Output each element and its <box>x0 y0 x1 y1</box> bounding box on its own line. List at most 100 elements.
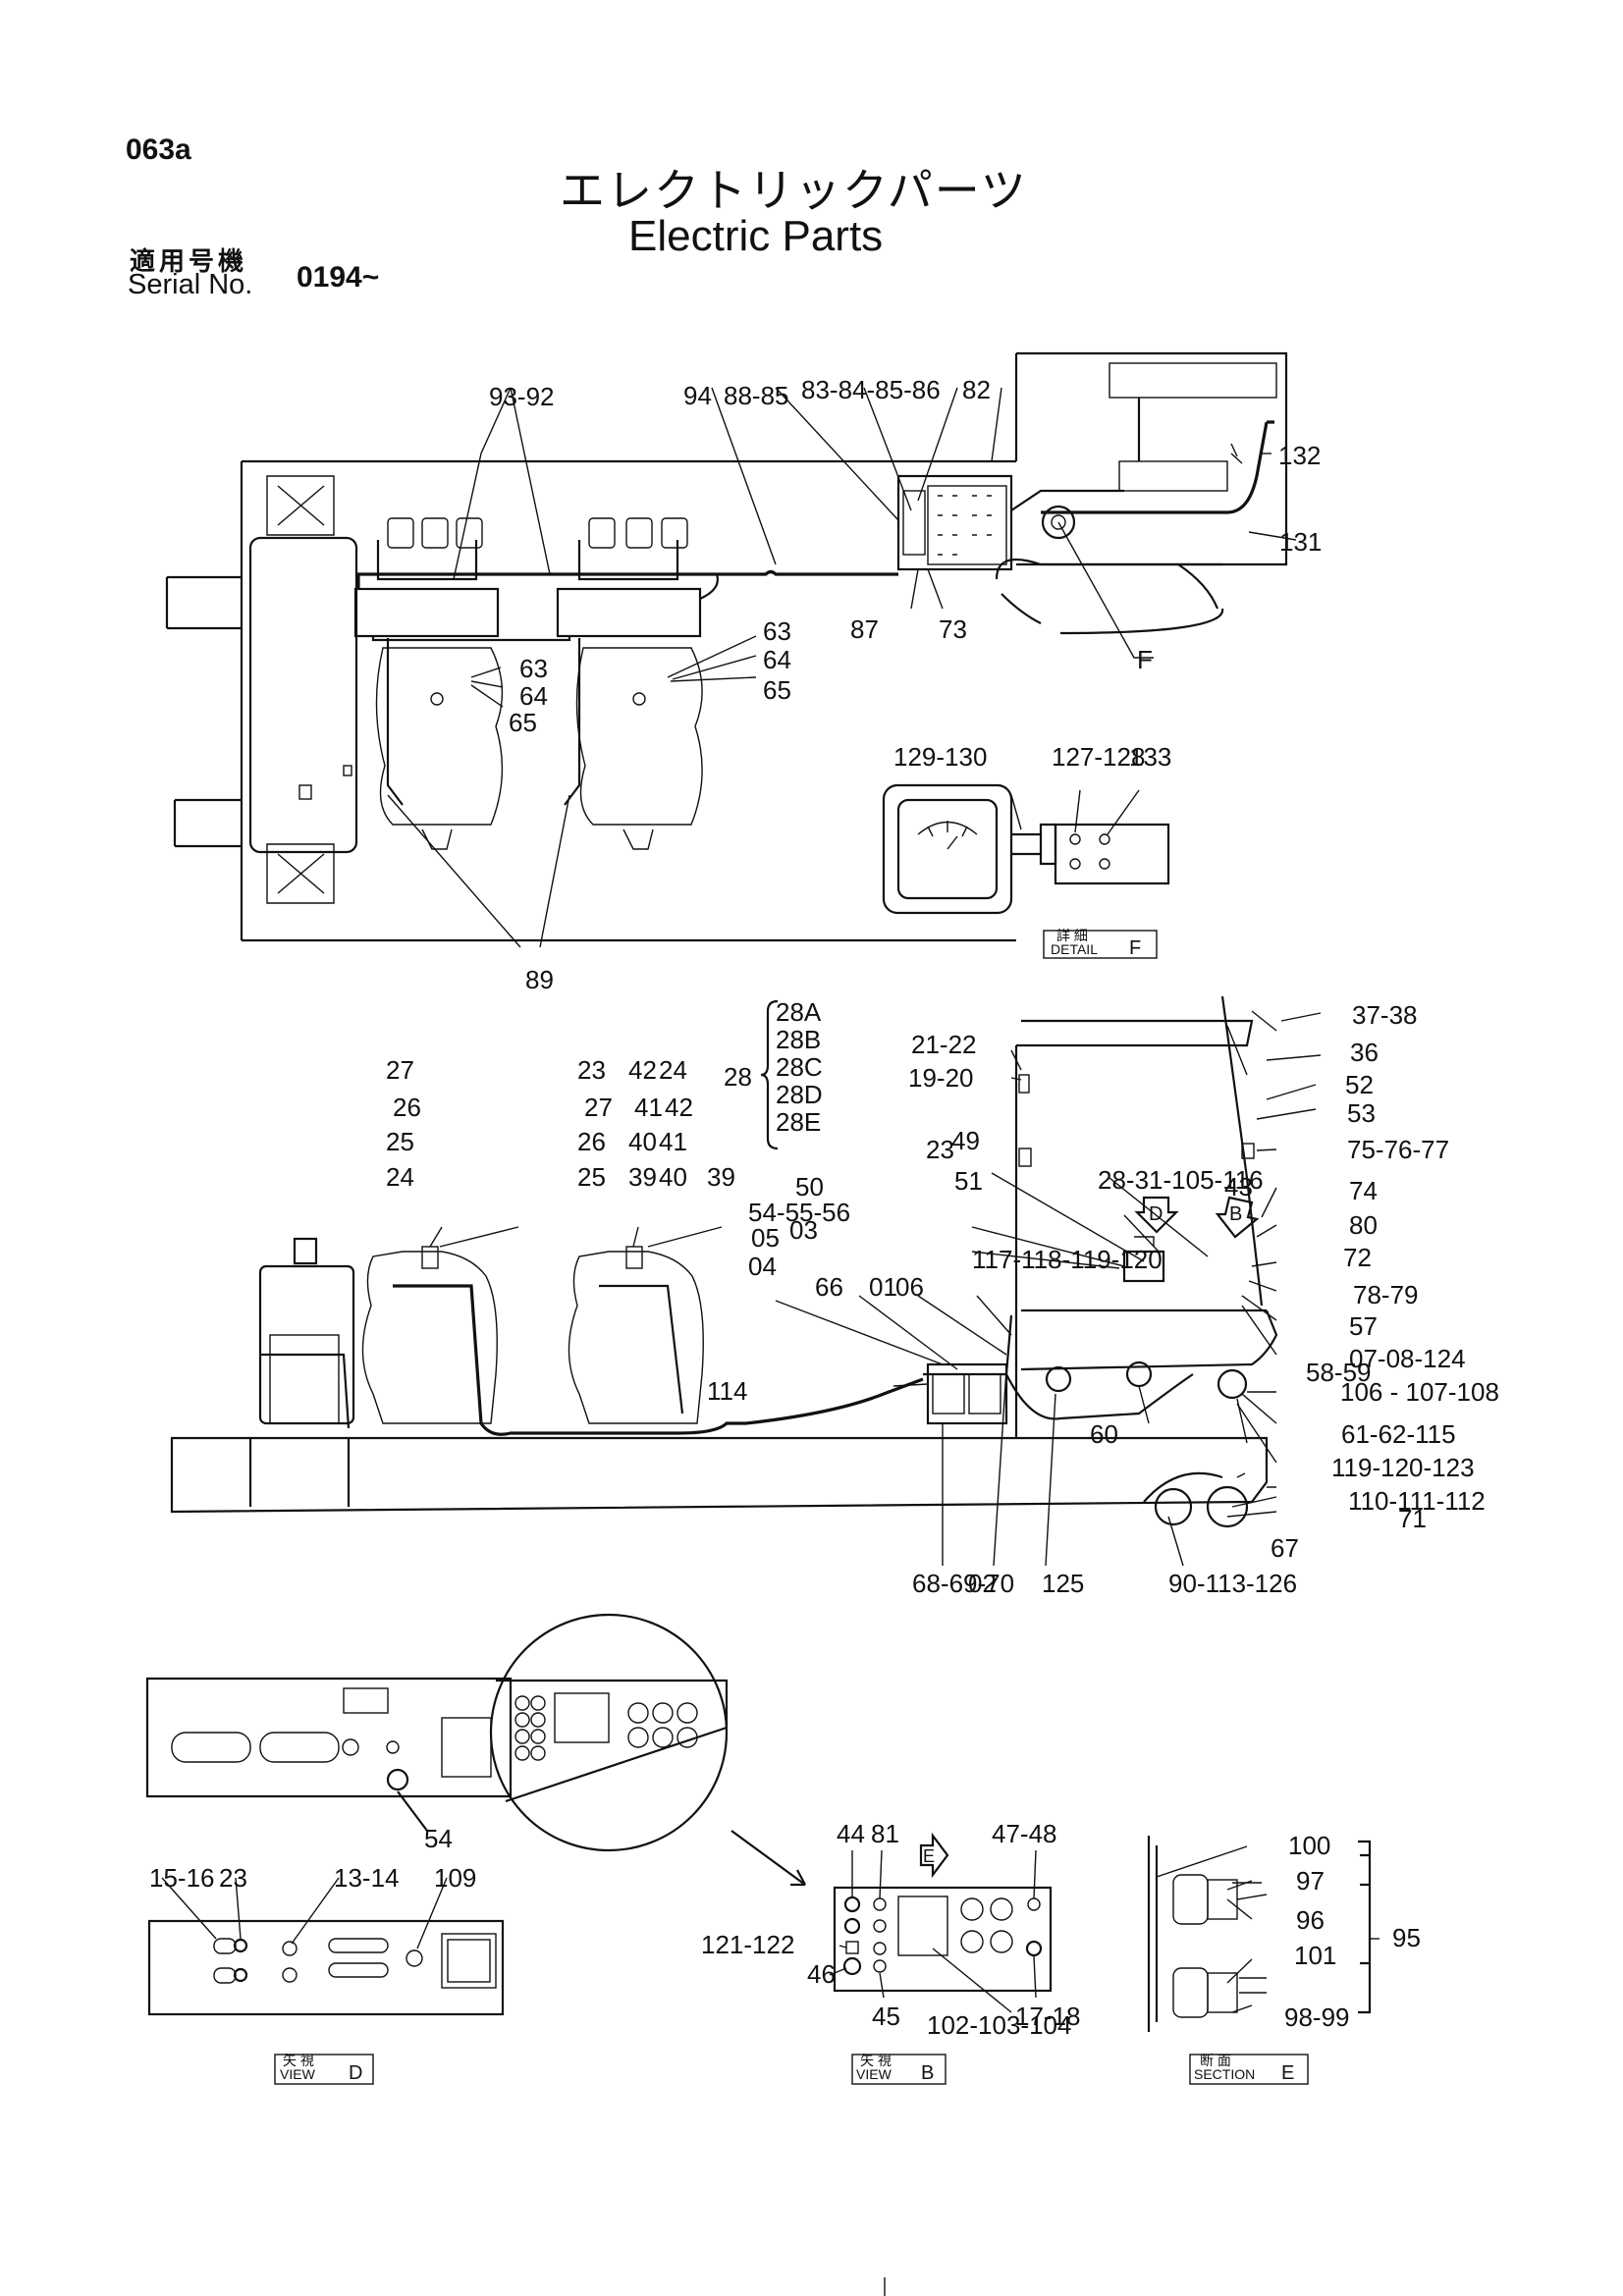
part-label: 133 <box>1129 742 1171 772</box>
part-label: 94 <box>683 381 712 410</box>
part-label: 87 <box>850 614 879 644</box>
part-label: 78-79 <box>1353 1280 1419 1309</box>
part-label: 25 <box>386 1127 414 1156</box>
part-label: 73 <box>939 614 967 644</box>
part-label: 60 <box>1090 1419 1118 1449</box>
arrow-marker-d: D <box>1149 1203 1163 1225</box>
part-label: 49 <box>951 1126 980 1155</box>
part-label: 13-14 <box>334 1863 400 1893</box>
part-label: 28E <box>776 1107 821 1137</box>
part-label: 23 <box>219 1863 247 1893</box>
part-label: 05 <box>751 1223 780 1253</box>
detail-f <box>882 783 1170 915</box>
part-label: 23 <box>577 1055 606 1085</box>
part-label: 28 <box>724 1062 752 1092</box>
part-label: 82 <box>962 375 991 404</box>
arrow-marker-e: E <box>923 1846 935 1866</box>
part-label: 74 <box>1349 1176 1378 1205</box>
part-label: 67 <box>1271 1533 1299 1563</box>
part-label: 132 <box>1278 441 1321 470</box>
tag-detail-f-letter: F <box>1129 937 1141 959</box>
part-label: 95 <box>1392 1923 1421 1952</box>
part-label: 42 <box>665 1093 693 1122</box>
part-label: 23 <box>926 1135 954 1164</box>
part-label: 01 <box>869 1272 897 1302</box>
tag-view-b-bottom: VIEW <box>856 2066 893 2082</box>
part-label: 19-20 <box>908 1063 974 1093</box>
part-label: 03 <box>789 1215 818 1245</box>
part-label: 110-111-112 <box>1348 1486 1486 1516</box>
part-label: 66 <box>815 1272 843 1302</box>
part-label: 28A <box>776 997 822 1027</box>
part-label: 98-99 <box>1284 2002 1350 2032</box>
tag-view-d-letter: D <box>349 2062 362 2084</box>
part-label: 26 <box>577 1127 606 1156</box>
title-english: Electric Parts <box>628 212 884 260</box>
serial-value: 0194~ <box>297 261 380 294</box>
tag-view-d-bottom: VIEW <box>280 2066 316 2082</box>
part-label: 43 <box>1224 1172 1253 1201</box>
part-label: 83-84-85-86 <box>801 375 941 404</box>
part-label: 27 <box>386 1055 414 1085</box>
part-label: 101 <box>1294 1941 1336 1970</box>
part-label: 131 <box>1279 527 1322 557</box>
title-japanese: エレクトリックパーツ <box>560 164 1028 217</box>
part-label: 127-128 <box>1052 742 1145 772</box>
part-label: 41 <box>659 1127 687 1156</box>
tag-detail-f: 詳 細 DETAIL F <box>1043 928 1158 959</box>
part-label: 26 <box>393 1093 421 1122</box>
part-label: 28-31-105-116 <box>1098 1165 1264 1195</box>
tag-section-e-letter: E <box>1281 2062 1294 2084</box>
part-label: 64 <box>519 681 548 711</box>
part-label: 109 <box>434 1863 476 1893</box>
view-d <box>147 1877 505 2016</box>
part-label: 21-22 <box>911 1030 977 1059</box>
part-label: 129-130 <box>893 742 987 772</box>
part-label: 58-59 <box>1306 1358 1372 1387</box>
part-label: 28B <box>776 1025 821 1054</box>
part-label: F <box>1137 645 1153 674</box>
part-label: 119-120-123 <box>1331 1453 1475 1482</box>
part-label: 28C <box>776 1052 823 1082</box>
part-label: 17-18 <box>1015 2002 1081 2031</box>
part-label: 52 <box>1345 1070 1374 1099</box>
part-label: 42 <box>628 1055 657 1085</box>
part-label: 75-76-77 <box>1347 1135 1449 1164</box>
part-label: 45 <box>872 2002 900 2031</box>
part-label: 63 <box>519 654 548 683</box>
part-label: 06 <box>895 1272 924 1302</box>
part-label: 93-92 <box>489 382 555 411</box>
part-label: 54-55-56 <box>748 1198 850 1227</box>
tag-section-e-bottom: SECTION <box>1194 2066 1255 2082</box>
part-label: 102-103-104 <box>927 2010 1071 2040</box>
part-label: 24 <box>659 1055 687 1085</box>
part-label: 24 <box>386 1162 414 1192</box>
tag-section-e-top: 断 面 <box>1200 2053 1231 2068</box>
part-label: 89 <box>525 965 554 994</box>
part-label: 51 <box>954 1166 983 1196</box>
part-label: 65 <box>763 675 791 705</box>
part-label: 61-62-115 <box>1341 1419 1456 1449</box>
tag-view-b: 矢 視 VIEW B <box>851 2053 947 2085</box>
part-label: 54 <box>424 1824 453 1853</box>
part-label: 106 - 107-108 <box>1340 1377 1499 1407</box>
part-label: 40 <box>659 1162 687 1192</box>
tag-view-b-letter: B <box>921 2062 934 2084</box>
part-label: 04 <box>748 1252 777 1281</box>
serial-label-japanese: 適用号機 <box>130 247 248 277</box>
part-label: 47-48 <box>992 1819 1057 1848</box>
part-label: 90-113-126 <box>1168 1569 1297 1598</box>
serial-label-english: Serial No. <box>128 269 253 300</box>
part-label: 07-08-124 <box>1349 1344 1466 1373</box>
part-label: 53 <box>1347 1098 1376 1128</box>
part-label: 125 <box>1042 1569 1084 1598</box>
tag-view-b-top: 矢 視 <box>860 2053 892 2068</box>
view-b <box>829 1832 1053 2013</box>
part-label: 114 <box>707 1376 747 1406</box>
part-label: 39 <box>628 1162 657 1192</box>
part-label: 64 <box>763 645 791 674</box>
top-assembly <box>165 351 1297 948</box>
part-label: 65 <box>509 708 537 737</box>
